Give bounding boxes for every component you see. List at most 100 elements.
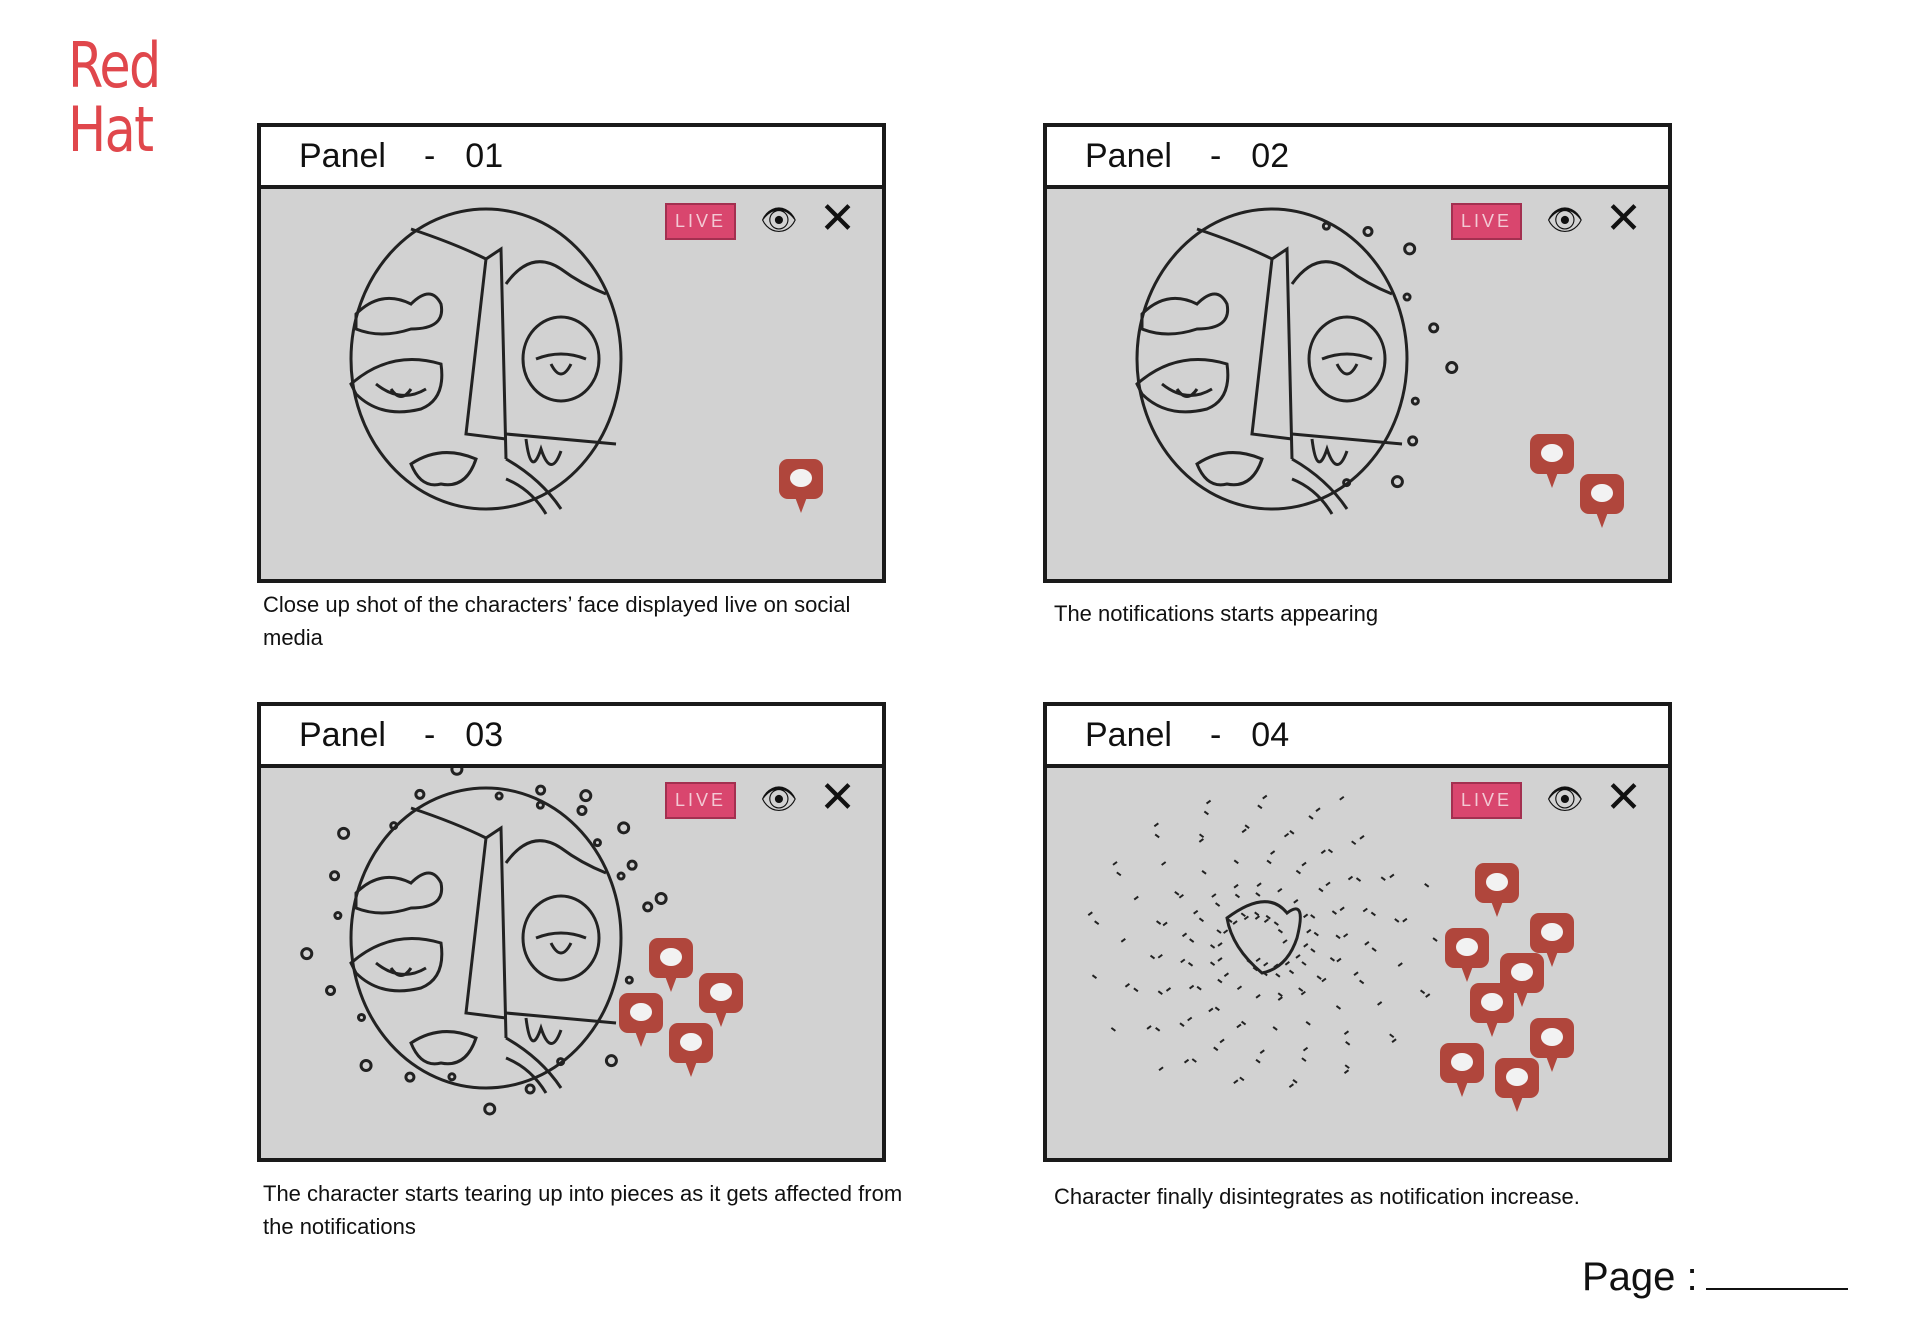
notification-icon bbox=[1500, 953, 1544, 1007]
particle bbox=[1300, 990, 1306, 996]
eye-icon: 👁︎ bbox=[1545, 204, 1584, 237]
panel-number: 01 bbox=[465, 136, 504, 175]
particle bbox=[1283, 832, 1290, 838]
panel-label: Panel bbox=[299, 136, 386, 175]
close-icon: ✕ bbox=[1605, 772, 1642, 823]
live-badge: LIVE bbox=[1450, 203, 1522, 240]
particle bbox=[1310, 914, 1316, 919]
particle bbox=[1233, 859, 1239, 865]
particle bbox=[1198, 833, 1205, 839]
particle bbox=[1308, 815, 1314, 820]
particle bbox=[1265, 914, 1271, 920]
fragment bbox=[333, 911, 343, 921]
particle bbox=[1325, 881, 1331, 887]
particle bbox=[1191, 1058, 1197, 1063]
particle bbox=[1198, 917, 1205, 923]
particle bbox=[1216, 929, 1222, 934]
particle bbox=[1424, 883, 1430, 888]
close-icon: ✕ bbox=[819, 193, 856, 244]
panel-header: Panel - 01 bbox=[261, 127, 882, 189]
panel-3-caption: The character starts tearing up into pie… bbox=[263, 1181, 903, 1239]
panel-dash: - bbox=[423, 136, 436, 175]
particle bbox=[1155, 1027, 1161, 1032]
fragment bbox=[389, 821, 399, 831]
fragment bbox=[1321, 221, 1331, 231]
storyboard-panel-4: Panel - 04 bbox=[1043, 702, 1672, 1162]
particle bbox=[1313, 931, 1319, 937]
particle bbox=[1331, 910, 1337, 915]
particle bbox=[1277, 928, 1284, 934]
particle bbox=[1362, 907, 1368, 913]
particle bbox=[1273, 921, 1279, 926]
particle bbox=[1255, 892, 1261, 897]
particle bbox=[1380, 876, 1386, 882]
particle bbox=[1187, 962, 1194, 967]
particle bbox=[1273, 963, 1279, 969]
fragment bbox=[337, 826, 351, 840]
particle bbox=[1301, 1057, 1307, 1062]
notification-icon bbox=[1530, 1018, 1574, 1072]
particle bbox=[1389, 1033, 1395, 1039]
particle bbox=[1263, 961, 1269, 967]
particle bbox=[1359, 835, 1365, 840]
page-label: Page : bbox=[1582, 1255, 1698, 1299]
particle bbox=[1262, 971, 1268, 977]
particle bbox=[1288, 1083, 1295, 1088]
fragment bbox=[592, 838, 602, 848]
character-sketch bbox=[1135, 207, 1624, 528]
storyboard-panel-2: Panel - 02 LIVE 👁︎ ✕ bbox=[1043, 123, 1672, 583]
fragment bbox=[535, 784, 547, 796]
close-icon: ✕ bbox=[819, 772, 856, 823]
particle bbox=[1217, 942, 1223, 947]
particle bbox=[1244, 824, 1250, 830]
particle bbox=[1217, 978, 1223, 984]
particle bbox=[1252, 966, 1258, 972]
particle bbox=[1234, 893, 1241, 899]
notification-icon bbox=[1530, 913, 1574, 967]
particle bbox=[1419, 989, 1426, 995]
particle bbox=[1397, 962, 1403, 967]
particle bbox=[1305, 1020, 1311, 1026]
particle bbox=[1149, 954, 1156, 960]
fragment bbox=[494, 791, 504, 801]
particle bbox=[1110, 1027, 1116, 1032]
particle bbox=[1335, 1005, 1342, 1010]
storyboard-panel-3: Panel - 03 bbox=[257, 702, 886, 1162]
notification-icon bbox=[619, 993, 663, 1047]
fragment bbox=[1402, 292, 1412, 302]
live-badge: LIVE bbox=[664, 782, 736, 819]
panel-label: Panel bbox=[1085, 136, 1172, 175]
particle bbox=[1345, 1040, 1351, 1046]
particle bbox=[1339, 906, 1345, 912]
particle bbox=[1277, 996, 1283, 1001]
particle bbox=[1310, 948, 1316, 953]
fragment bbox=[300, 947, 314, 961]
fragment bbox=[604, 1054, 618, 1068]
particle bbox=[1157, 953, 1163, 959]
particle bbox=[1295, 954, 1301, 959]
particle bbox=[1320, 849, 1326, 855]
particle bbox=[1227, 918, 1233, 923]
particle bbox=[1389, 873, 1395, 879]
panel-frame: LIVE 👁︎ ✕ bbox=[1047, 189, 1668, 579]
notification-icon bbox=[779, 459, 823, 513]
particle bbox=[1364, 940, 1370, 946]
particle bbox=[1240, 1020, 1247, 1026]
particle bbox=[1087, 911, 1093, 917]
particle bbox=[1301, 961, 1307, 966]
fragment bbox=[624, 975, 634, 985]
particle bbox=[1174, 890, 1180, 896]
eye-icon: 👁︎ bbox=[1545, 783, 1584, 816]
live-badge: LIVE bbox=[664, 203, 736, 240]
particle bbox=[1255, 994, 1261, 999]
live-badge: LIVE bbox=[1450, 782, 1522, 819]
particle bbox=[1347, 875, 1354, 881]
particle bbox=[1189, 938, 1195, 943]
particle bbox=[1336, 957, 1342, 963]
notification-icon bbox=[1440, 1043, 1484, 1097]
particle bbox=[1343, 1030, 1350, 1035]
page-number-blank bbox=[1705, 1258, 1848, 1290]
panel-label: Panel bbox=[299, 715, 386, 754]
notification-icon bbox=[699, 973, 743, 1027]
panel-frame: LIVE 👁︎ ✕ bbox=[1047, 768, 1668, 1158]
